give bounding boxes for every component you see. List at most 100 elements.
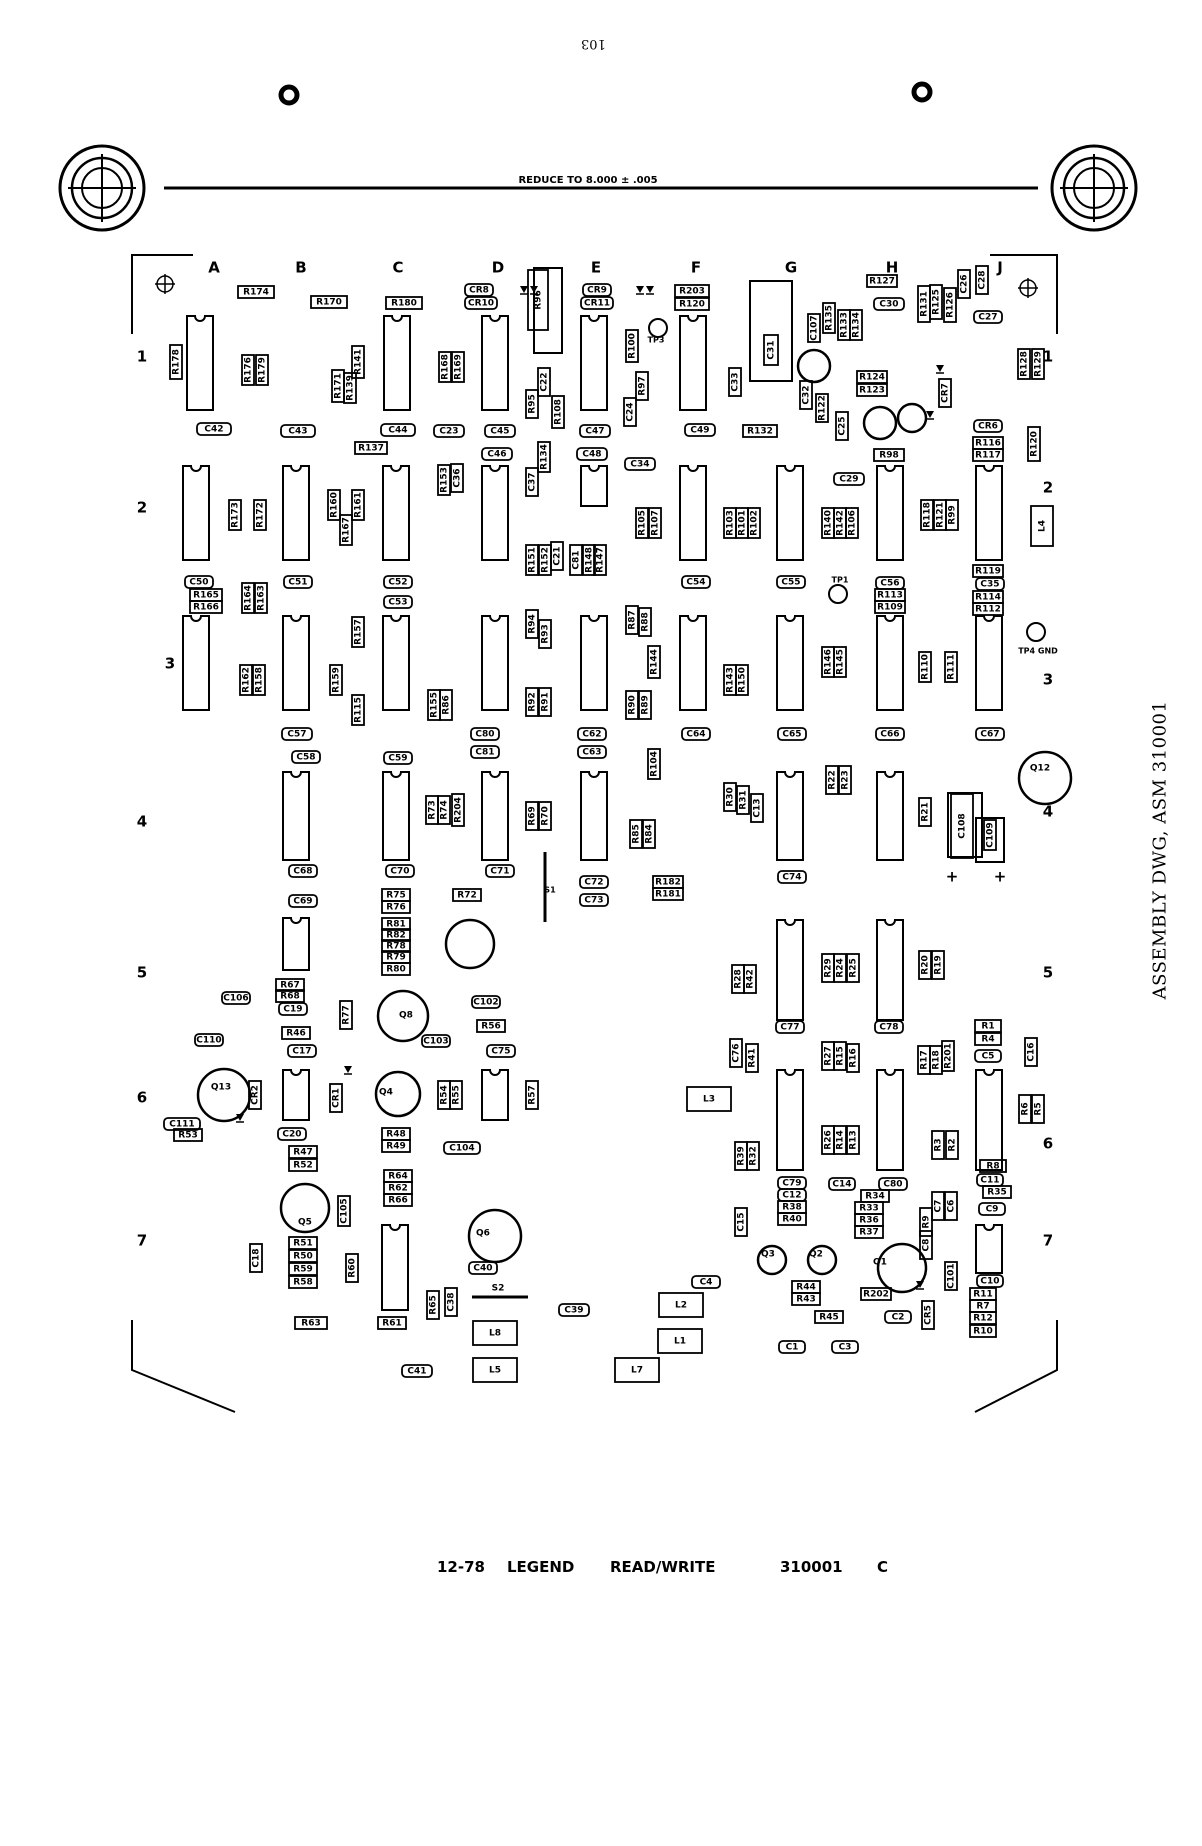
svg-text:R113: R113 [877,591,903,601]
component-c56: C56 [875,576,905,590]
svg-text:R72: R72 [457,891,476,901]
transistor-icon [876,1242,928,1294]
svg-text:CR2: CR2 [251,1085,261,1105]
svg-text:C44: C44 [388,426,407,436]
component-r169: R169 [451,351,465,383]
component-l8: L8 [472,1320,518,1346]
svg-text:R103: R103 [726,510,736,536]
svg-text:C43: C43 [288,427,307,437]
ic-socket-icon [679,615,707,711]
svg-text:R75: R75 [386,891,405,901]
svg-text:R68: R68 [280,992,299,1002]
component-r201: R201 [941,1040,955,1072]
component-r112: R112 [972,602,1004,616]
svg-text:R118: R118 [923,502,933,528]
component-c14: C14 [828,1177,856,1191]
column-label-J: J [996,259,1003,277]
column-label-E: E [591,259,601,277]
component-q4: Q4 [379,1088,393,1098]
ic-socket-icon [947,792,983,858]
component-r16: R16 [846,1043,860,1073]
ic-socket-icon [876,771,904,861]
svg-text:R131: R131 [920,291,930,317]
component-r58: R58 [288,1275,318,1289]
component-r95: R95 [525,389,539,419]
svg-text:C29: C29 [839,475,858,485]
svg-text:R115: R115 [354,697,364,723]
component-c29: C29 [833,472,865,486]
component-r50: R50 [288,1249,318,1263]
component-r117: R117 [972,448,1004,462]
component-r43: R43 [791,1292,821,1306]
component-cr5: CR5 [921,1300,935,1330]
svg-text:C110: C110 [196,1036,221,1046]
diode-icon [530,286,538,295]
component-r163: R163 [254,582,268,614]
svg-text:R41: R41 [748,1048,758,1067]
svg-text:Q3: Q3 [761,1250,775,1260]
component-r170: R170 [310,295,348,309]
svg-text:C103: C103 [423,1037,448,1047]
svg-text:C80: C80 [883,1180,902,1190]
svg-text:C5: C5 [982,1052,995,1062]
ic-socket-icon [481,1069,509,1121]
svg-text:R33: R33 [859,1204,878,1214]
component-r31: R31 [736,785,750,815]
svg-text:C23: C23 [439,427,458,437]
svg-text:C54: C54 [686,578,705,588]
component-r10: R10 [969,1324,997,1338]
component-c51: C51 [283,575,313,589]
component-c77: C77 [775,1020,805,1034]
component-r88: R88 [638,607,652,637]
ic-socket-icon [383,315,411,411]
svg-text:C101: C101 [947,1263,957,1288]
svg-text:R133: R133 [840,312,850,338]
svg-text:C67: C67 [980,730,999,740]
column-label-A: A [208,259,220,277]
svg-text:R114: R114 [975,593,1001,603]
svg-text:C50: C50 [189,578,208,588]
component-c67: C67 [975,727,1005,741]
component-r45: R45 [814,1310,844,1324]
svg-text:C80: C80 [475,730,494,740]
component-r124: R124 [856,370,888,384]
component-q12: Q12 [1030,764,1050,774]
svg-text:R109: R109 [877,603,903,613]
component-c70: C70 [385,864,415,878]
component-q1: Q1 [873,1258,887,1268]
component-r108: R108 [551,395,565,429]
component-r39: R39 [734,1141,748,1171]
component-c1: C1 [778,1340,806,1354]
svg-text:C111: C111 [169,1120,194,1130]
svg-text:R26: R26 [824,1130,834,1149]
plus-mark: + [946,868,959,886]
svg-text:R63: R63 [301,1319,320,1329]
board-corner [990,254,1058,334]
transistor-icon [374,1070,422,1118]
component-q5: Q5 [298,1218,312,1228]
component-r41: R41 [745,1043,759,1073]
component-r90: R90 [625,690,639,720]
svg-text:R8: R8 [986,1162,999,1172]
ic-socket-icon [975,615,1003,711]
svg-text:C14: C14 [832,1180,851,1190]
ic-socket-icon [481,615,509,711]
component-c7: C7 [931,1191,945,1221]
component-r17: R17 [917,1045,931,1075]
component-r153: R153 [437,464,451,496]
component-r176: R176 [241,354,255,386]
svg-text:C49: C49 [690,426,709,436]
svg-text:R81: R81 [386,920,405,930]
component-c44: C44 [380,423,416,437]
component-l7: L7 [614,1357,660,1383]
ic-socket-icon [975,1224,1003,1274]
ic-socket-icon [975,817,1005,863]
svg-text:C37: C37 [528,472,538,491]
row-label-right-4: 4 [1043,803,1053,821]
svg-text:R150: R150 [738,667,748,693]
svg-text:R152: R152 [541,547,551,573]
svg-text:R30: R30 [726,787,736,806]
component-c20: C20 [277,1127,307,1141]
svg-text:C34: C34 [630,460,649,470]
svg-text:R84: R84 [645,824,655,843]
